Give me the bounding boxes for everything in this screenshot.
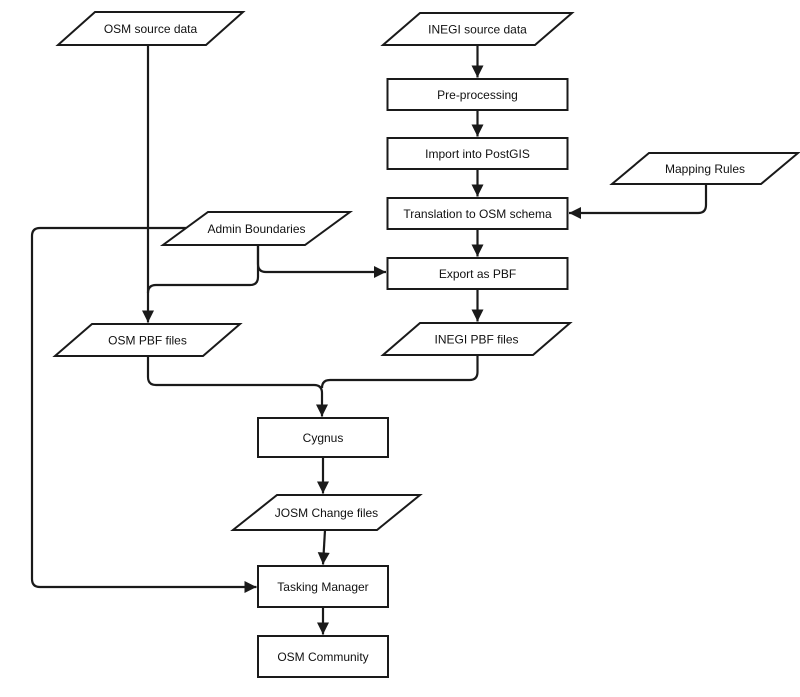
node-label: OSM source data (104, 22, 198, 36)
node-josm-change-files: JOSM Change files (230, 494, 423, 531)
node-mapping-rules: Mapping Rules (609, 152, 800, 185)
node-osm-pbf-files: OSM PBF files (52, 323, 243, 357)
node-inegi-pbf-files: INEGI PBF files (380, 322, 573, 356)
node-inegi-source-data: INEGI source data (380, 12, 575, 46)
parallelogram-shape (230, 494, 423, 531)
node-label: Export as PBF (439, 267, 516, 281)
edge-admin-boundaries-merge-to-osm-pbf (146, 245, 260, 294)
rectangle-shape (386, 137, 569, 170)
rectangle-shape (257, 417, 389, 458)
node-label: Admin Boundaries (207, 222, 305, 236)
edge-osm-pbf-to-cygnus (146, 356, 328, 417)
parallelogram-shape (52, 323, 243, 357)
parallelogram-shape (380, 12, 575, 46)
rectangle-shape (386, 257, 569, 290)
parallelogram-shape (380, 322, 573, 356)
node-translation-to-osm-schema: Translation to OSM schema (386, 197, 569, 230)
node-label: INEGI source data (428, 23, 527, 37)
node-label: Cygnus (303, 431, 344, 445)
node-export-as-pbf: Export as PBF (386, 257, 569, 290)
edge-mapping-rules-to-translation (569, 184, 708, 219)
rectangle-shape (257, 635, 389, 678)
node-label: OSM PBF files (108, 334, 187, 348)
node-import-into-postgis: Import into PostGIS (386, 137, 569, 170)
node-label: INEGI PBF files (434, 333, 518, 347)
rectangle-shape (386, 197, 569, 230)
node-label: OSM Community (277, 650, 368, 664)
rectangle-shape (257, 565, 389, 608)
edges (30, 45, 708, 635)
node-admin-boundaries: Admin Boundaries (159, 211, 354, 246)
parallelogram-shape (55, 11, 246, 46)
edge-josm-change-files-to-tasking-manager (317, 529, 330, 565)
rectangle-shape (386, 78, 569, 111)
edge-admin-boundaries-to-tasking-manager (30, 226, 257, 593)
parallelogram-shape (609, 152, 800, 185)
node-label: JOSM Change files (275, 506, 378, 520)
node-osm-community: OSM Community (257, 635, 389, 678)
node-label: Translation to OSM schema (403, 207, 552, 221)
edge-inegi-pbf-merge-to-cygnus (320, 355, 479, 389)
node-label: Pre-processing (437, 88, 518, 102)
node-osm-source-data: OSM source data (55, 11, 246, 46)
node-label: Import into PostGIS (425, 147, 530, 161)
parallelogram-shape (159, 211, 354, 246)
node-pre-processing: Pre-processing (386, 78, 569, 111)
node-label: Tasking Manager (277, 580, 368, 594)
node-tasking-manager: Tasking Manager (257, 565, 389, 608)
edge-admin-boundaries-to-export-pbf (256, 245, 386, 278)
node-cygnus: Cygnus (257, 417, 389, 458)
node-label: Mapping Rules (665, 162, 745, 176)
